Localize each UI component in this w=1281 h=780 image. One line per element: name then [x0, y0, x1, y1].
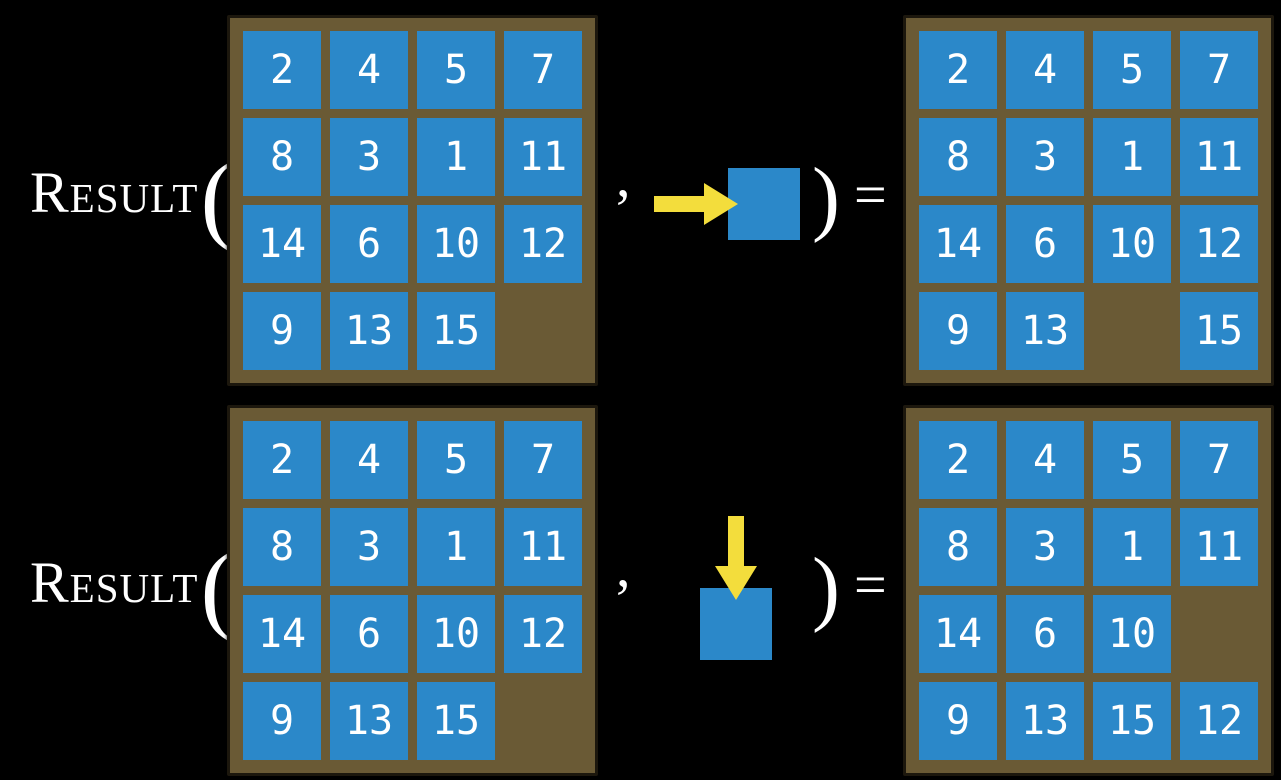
- blank-tile-square: [728, 168, 800, 240]
- puzzle-tile: 14: [243, 205, 321, 283]
- equals-sign: =: [853, 552, 887, 617]
- puzzle-tile: 2: [919, 421, 997, 499]
- puzzle-tile: 14: [243, 595, 321, 673]
- puzzle-tile: 8: [919, 508, 997, 586]
- close-paren-equals: ) =: [812, 151, 887, 244]
- empty-cell: [1093, 292, 1171, 370]
- puzzle-tile: 4: [1006, 421, 1084, 499]
- puzzle-tile: 13: [330, 292, 408, 370]
- puzzle-tile: 1: [1093, 508, 1171, 586]
- puzzle-tile: 8: [919, 118, 997, 196]
- puzzle-tile: 6: [330, 595, 408, 673]
- puzzle-tile: 14: [919, 595, 997, 673]
- puzzle-tile: 9: [243, 292, 321, 370]
- puzzle-tile: 1: [417, 508, 495, 586]
- comma-separator: ,: [616, 144, 631, 209]
- arrow-down-icon: [715, 516, 757, 600]
- puzzle-tile: 12: [1180, 682, 1258, 760]
- puzzle-tile: 6: [1006, 205, 1084, 283]
- puzzle-tile: 8: [243, 508, 321, 586]
- puzzle-tile: 5: [1093, 31, 1171, 109]
- puzzle-tile: 9: [919, 682, 997, 760]
- puzzle-tile: 15: [1093, 682, 1171, 760]
- puzzle-tile: 13: [1006, 682, 1084, 760]
- equals-sign: =: [853, 162, 887, 227]
- puzzle-tile: 2: [243, 421, 321, 499]
- puzzle-tile: 7: [504, 421, 582, 499]
- puzzle-tile: 3: [1006, 508, 1084, 586]
- puzzle-tile: 8: [243, 118, 321, 196]
- puzzle-tile: 5: [417, 31, 495, 109]
- function-name: Result: [30, 550, 199, 615]
- puzzle-tile: 7: [504, 31, 582, 109]
- puzzle-tile: 7: [1180, 31, 1258, 109]
- function-name: Result: [30, 160, 199, 225]
- puzzle-tile: 3: [1006, 118, 1084, 196]
- puzzle-tile: 12: [1180, 205, 1258, 283]
- empty-cell: [504, 682, 582, 760]
- puzzle-tile: 9: [919, 292, 997, 370]
- puzzle-tile: 3: [330, 118, 408, 196]
- arrow-right-icon: [654, 183, 738, 225]
- puzzle-tile: 15: [1180, 292, 1258, 370]
- empty-cell: [504, 292, 582, 370]
- puzzle-tile: 10: [417, 595, 495, 673]
- puzzle-tile: 13: [330, 682, 408, 760]
- puzzle-tile: 1: [1093, 118, 1171, 196]
- empty-cell: [1180, 595, 1258, 673]
- puzzle-tile: 5: [417, 421, 495, 499]
- comma-separator: ,: [616, 534, 631, 599]
- close-paren: ): [812, 541, 840, 634]
- puzzle-tile: 10: [1093, 595, 1171, 673]
- puzzle-tile: 9: [243, 682, 321, 760]
- puzzle-tile: 11: [504, 118, 582, 196]
- move-action-icon: [700, 516, 772, 660]
- puzzle-tile: 4: [330, 31, 408, 109]
- puzzle-tile: 10: [1093, 205, 1171, 283]
- close-paren-equals: ) =: [812, 541, 887, 634]
- puzzle-tile: 11: [504, 508, 582, 586]
- puzzle-tile: 7: [1180, 421, 1258, 499]
- puzzle-tile: 3: [330, 508, 408, 586]
- puzzle-tile: 1: [417, 118, 495, 196]
- puzzle-tile: 6: [1006, 595, 1084, 673]
- puzzle-tile: 14: [919, 205, 997, 283]
- puzzle-tile: 6: [330, 205, 408, 283]
- puzzle-tile: 2: [919, 31, 997, 109]
- puzzle-tile: 12: [504, 595, 582, 673]
- puzzle-tile: 15: [417, 682, 495, 760]
- close-paren: ): [812, 151, 840, 244]
- puzzle-tile: 4: [1006, 31, 1084, 109]
- puzzle-tile: 10: [417, 205, 495, 283]
- puzzle-tile: 2: [243, 31, 321, 109]
- puzzle-tile: 4: [330, 421, 408, 499]
- puzzle-tile: 11: [1180, 508, 1258, 586]
- puzzle-tile: 13: [1006, 292, 1084, 370]
- puzzle-tile: 11: [1180, 118, 1258, 196]
- function-label: Result(: [30, 533, 234, 638]
- puzzle-tile: 12: [504, 205, 582, 283]
- move-action-icon: [654, 168, 800, 240]
- function-label: Result(: [30, 143, 234, 248]
- puzzle-tile: 5: [1093, 421, 1171, 499]
- puzzle-tile: 15: [417, 292, 495, 370]
